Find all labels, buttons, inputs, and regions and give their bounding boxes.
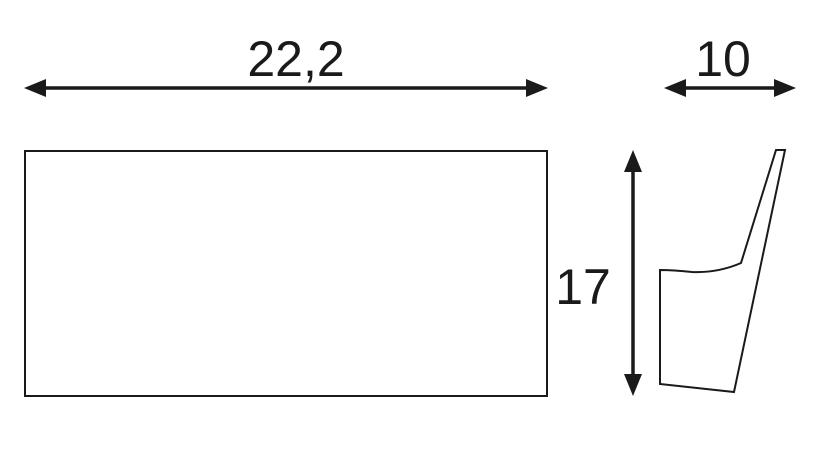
side-view-profile	[659, 149, 787, 394]
depth-label: 10	[695, 31, 751, 87]
height-arrow-bottom	[624, 374, 642, 396]
width-dimension: 22,2	[24, 31, 548, 97]
depth-arrow-left	[664, 79, 686, 97]
width-arrow-right	[526, 79, 548, 97]
depth-arrow-right	[774, 79, 796, 97]
width-arrow-left	[24, 79, 46, 97]
front-view-outline	[24, 150, 548, 397]
width-label: 22,2	[247, 31, 344, 87]
height-label: 17	[555, 259, 611, 315]
depth-dimension: 10	[664, 31, 796, 97]
height-arrow-top	[624, 150, 642, 172]
height-dimension: 17	[555, 150, 642, 396]
